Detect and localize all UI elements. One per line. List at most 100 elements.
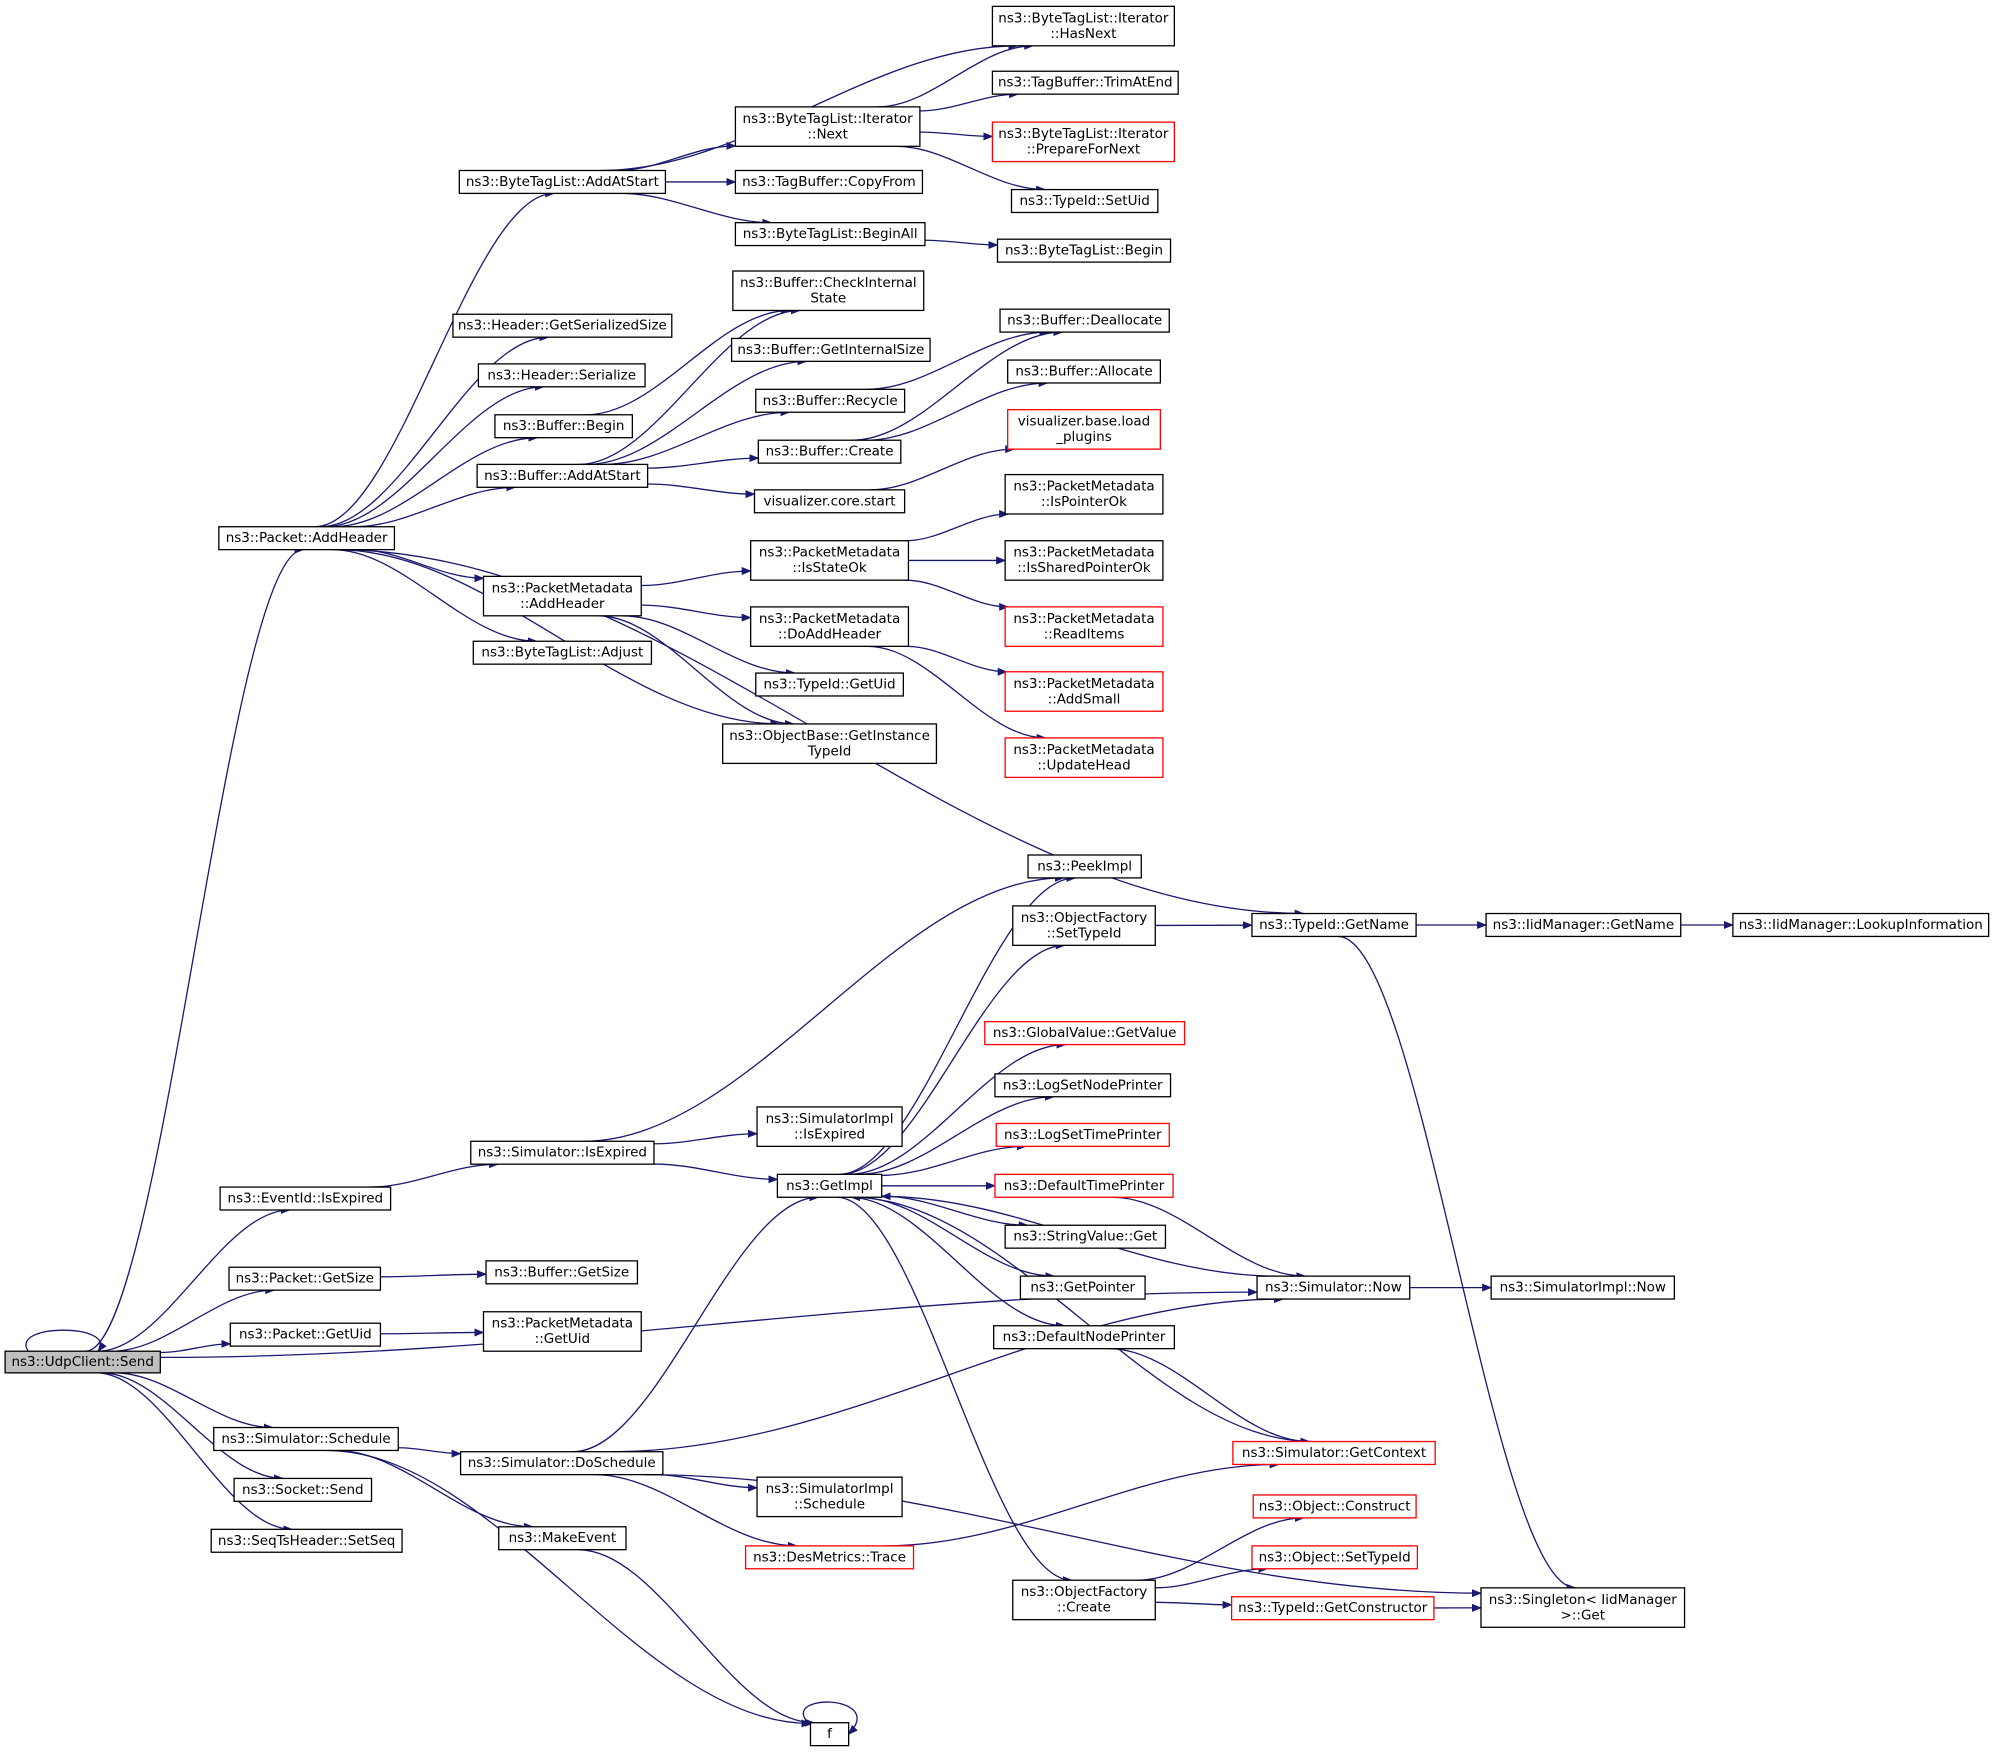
node-seqtsheader-setseq[interactable]: ns3::SeqTsHeader::SetSeq	[210, 1528, 403, 1553]
node-peekimpl[interactable]: ns3::PeekImpl	[1027, 854, 1142, 879]
node-packetmetadata-updatehead[interactable]: ns3::PacketMetadata::UpdateHead	[1004, 737, 1164, 779]
node-packetmetadata-getuid[interactable]: ns3::PacketMetadata::GetUid	[482, 1311, 642, 1352]
node-logsetnodeprinter[interactable]: ns3::LogSetNodePrinter	[994, 1073, 1172, 1098]
call-edge	[851, 328, 1064, 441]
node-packetmetadata-addsmall[interactable]: ns3::PacketMetadata::AddSmall	[1004, 671, 1164, 712]
node-tagbuffer-trimatend[interactable]: ns3::TagBuffer::TrimAtEnd	[991, 70, 1179, 95]
node-simulatorimpl-now[interactable]: ns3::SimulatorImpl::Now	[1490, 1275, 1676, 1300]
node-simulator-doschedule[interactable]: ns3::Simulator::DoSchedule	[459, 1451, 664, 1476]
node-label: ns3::PacketMetadata	[1013, 479, 1154, 495]
node-getimpl[interactable]: ns3::GetImpl	[776, 1173, 883, 1198]
node-header-getserializedsize[interactable]: ns3::Header::GetSerializedSize	[452, 313, 673, 338]
node-objectfactory-create[interactable]: ns3::ObjectFactory::Create	[1012, 1579, 1156, 1621]
node-socket-send[interactable]: ns3::Socket::Send	[233, 1477, 373, 1502]
node-box	[732, 270, 925, 312]
node-packet-getsize[interactable]: ns3::Packet::GetSize	[228, 1266, 382, 1291]
node-label: ns3::PacketMetadata	[492, 1316, 633, 1332]
node-buffer-deallocate[interactable]: ns3::Buffer::Deallocate	[999, 308, 1170, 333]
node-iidmanager-lookupinformation[interactable]: ns3::IidManager::LookupInformation	[1732, 912, 1990, 938]
node-udpclient-send[interactable]: ns3::UdpClient::Send	[4, 1350, 161, 1374]
node-singleton-iidmanager-get[interactable]: ns3::Singleton< IidManager>::Get	[1480, 1587, 1686, 1628]
node-buffer-addatstart[interactable]: ns3::Buffer::AddAtStart	[476, 463, 649, 488]
node-getpointer[interactable]: ns3::GetPointer	[1019, 1275, 1146, 1300]
node-typeid-getuid[interactable]: ns3::TypeId::GetUid	[755, 672, 904, 697]
node-box	[476, 463, 649, 488]
node-tagbuffer-copyfrom[interactable]: ns3::TagBuffer::CopyFrom	[734, 169, 924, 195]
node-box	[756, 1476, 903, 1518]
node-box	[734, 106, 921, 147]
call-edge	[621, 192, 773, 227]
node-iterator-next[interactable]: ns3::ByteTagList::Iterator::Next	[734, 106, 921, 147]
call-edge	[641, 604, 752, 622]
node-defaulttimeprinter[interactable]: ns3::DefaultTimePrinter	[994, 1173, 1174, 1198]
node-packet-addheader[interactable]: ns3::Packet::AddHeader	[218, 526, 396, 551]
node-buffer-create[interactable]: ns3::Buffer::Create	[757, 439, 902, 464]
node-eventid-isexpired[interactable]: ns3::EventId::IsExpired	[219, 1186, 392, 1211]
node-box	[1252, 1494, 1417, 1519]
node-packetmetadata-doaddheader[interactable]: ns3::PacketMetadata::DoAddHeader	[750, 606, 910, 647]
node-simulatorimpl-isexpired[interactable]: ns3::SimulatorImpl::IsExpired	[756, 1106, 903, 1148]
node-objectfactory-settypeid[interactable]: ns3::ObjectFactory::SetTypeId	[1012, 905, 1156, 946]
node-iidmanager-getname[interactable]: ns3::IidManager::GetName	[1485, 912, 1682, 938]
node-bytetaglist-beginall[interactable]: ns3::ByteTagList::BeginAll	[734, 222, 926, 247]
node-label: ns3::Simulator::GetContext	[1242, 1445, 1426, 1461]
node-buffer-getsize[interactable]: ns3::Buffer::GetSize	[485, 1260, 639, 1285]
node-label: ns3::Buffer::Begin	[503, 418, 625, 434]
node-typeid-setuid[interactable]: ns3::TypeId::SetUid	[1010, 188, 1159, 214]
node-simulatorimpl-schedule[interactable]: ns3::SimulatorImpl::Schedule	[756, 1476, 903, 1518]
node-box	[756, 1106, 903, 1148]
node-label: ns3::PacketMetadata	[1013, 545, 1154, 561]
node-simulator-isexpired[interactable]: ns3::Simulator::IsExpired	[470, 1140, 655, 1165]
node-label: ns3::PacketMetadata	[492, 580, 633, 596]
node-globalvalue-getvalue[interactable]: ns3::GlobalValue::GetValue	[984, 1021, 1186, 1046]
node-visualizer-load-plugins[interactable]: visualizer.base.load_plugins	[1007, 409, 1162, 450]
node-box	[1010, 188, 1159, 214]
node-stringvalue-get[interactable]: ns3::StringValue::Get	[1004, 1224, 1167, 1249]
node-label: ns3::ByteTagList::Iterator	[743, 111, 914, 127]
node-label: ::IsSharedPointerOk	[1017, 560, 1151, 576]
node-object-construct[interactable]: ns3::Object::Construct	[1252, 1494, 1417, 1519]
node-makeevent[interactable]: ns3::MakeEvent	[498, 1526, 627, 1551]
node-f[interactable]: f	[809, 1722, 850, 1747]
nodes-layer: ns3::UdpClient::Send ns3::Packet::AddHead…	[4, 5, 1990, 1747]
node-label: ns3::EventId::IsExpired	[228, 1191, 384, 1207]
node-simulator-schedule[interactable]: ns3::Simulator::Schedule	[213, 1426, 399, 1452]
node-buffer-recycle[interactable]: ns3::Buffer::Recycle	[755, 388, 906, 413]
node-label: ns3::TypeId::SetUid	[1019, 193, 1149, 209]
node-packetmetadata-readitems[interactable]: ns3::PacketMetadata::ReadItems	[1004, 606, 1164, 647]
node-typeid-getname[interactable]: ns3::TypeId::GetName	[1251, 912, 1417, 938]
node-defaultnodeprinter[interactable]: ns3::DefaultNodePrinter	[993, 1325, 1176, 1350]
node-bytetaglist-adjust[interactable]: ns3::ByteTagList::Adjust	[472, 640, 653, 665]
node-buffer-getinternalsize[interactable]: ns3::Buffer::GetInternalSize	[730, 337, 931, 362]
node-packetmetadata-addheader[interactable]: ns3::PacketMetadata::AddHeader	[482, 575, 642, 617]
node-label: ns3::StringValue::Get	[1013, 1229, 1157, 1245]
node-logsettimeprinter[interactable]: ns3::LogSetTimePrinter	[995, 1122, 1170, 1148]
node-box	[991, 70, 1179, 95]
node-simulator-now[interactable]: ns3::Simulator::Now	[1256, 1275, 1411, 1300]
node-visualizer-core-start[interactable]: visualizer.core.start	[753, 489, 906, 514]
node-object-settypeid[interactable]: ns3::Object::SetTypeId	[1251, 1545, 1419, 1570]
node-bytetaglist-begin[interactable]: ns3::ByteTagList::Begin	[996, 238, 1172, 263]
call-edge	[884, 1460, 1280, 1547]
node-packetmetadata-isstateok[interactable]: ns3::PacketMetadata::IsStateOk	[750, 540, 910, 581]
node-packetmetadata-issharedpointerok[interactable]: ns3::PacketMetadata::IsSharedPointerOk	[1004, 540, 1164, 581]
node-iterator-hasnext[interactable]: ns3::ByteTagList::Iterator::HasNext	[991, 5, 1176, 47]
node-buffer-allocate[interactable]: ns3::Buffer::Allocate	[1007, 359, 1162, 384]
node-bytetaglist-addatstart[interactable]: ns3::ByteTagList::AddAtStart	[458, 169, 667, 195]
node-packet-getuid[interactable]: ns3::Packet::GetUid	[229, 1322, 382, 1347]
call-edge	[1338, 935, 1577, 1592]
node-label: ns3::Buffer::CheckInternal	[740, 275, 917, 291]
node-packetmetadata-ispointerok[interactable]: ns3::PacketMetadata::IsPointerOk	[1004, 473, 1164, 515]
node-label: ns3::LogSetNodePrinter	[1003, 1077, 1163, 1093]
node-label: ns3::Buffer::Allocate	[1015, 364, 1152, 380]
node-header-serialize[interactable]: ns3::Header::Serialize	[477, 363, 646, 388]
node-label: ns3::ByteTagList::BeginAll	[743, 226, 918, 242]
node-desmetrics-trace[interactable]: ns3::DesMetrics::Trace	[744, 1545, 915, 1570]
node-iterator-prepare[interactable]: ns3::ByteTagList::Iterator::PrepareForNe…	[991, 121, 1176, 163]
node-simulator-getcontext[interactable]: ns3::Simulator::GetContext	[1232, 1440, 1436, 1466]
node-buffer-begin[interactable]: ns3::Buffer::Begin	[494, 414, 633, 439]
node-typeid-getconstructor[interactable]: ns3::TypeId::GetConstructor	[1230, 1596, 1435, 1621]
node-label: ns3::Object::Construct	[1259, 1498, 1411, 1514]
